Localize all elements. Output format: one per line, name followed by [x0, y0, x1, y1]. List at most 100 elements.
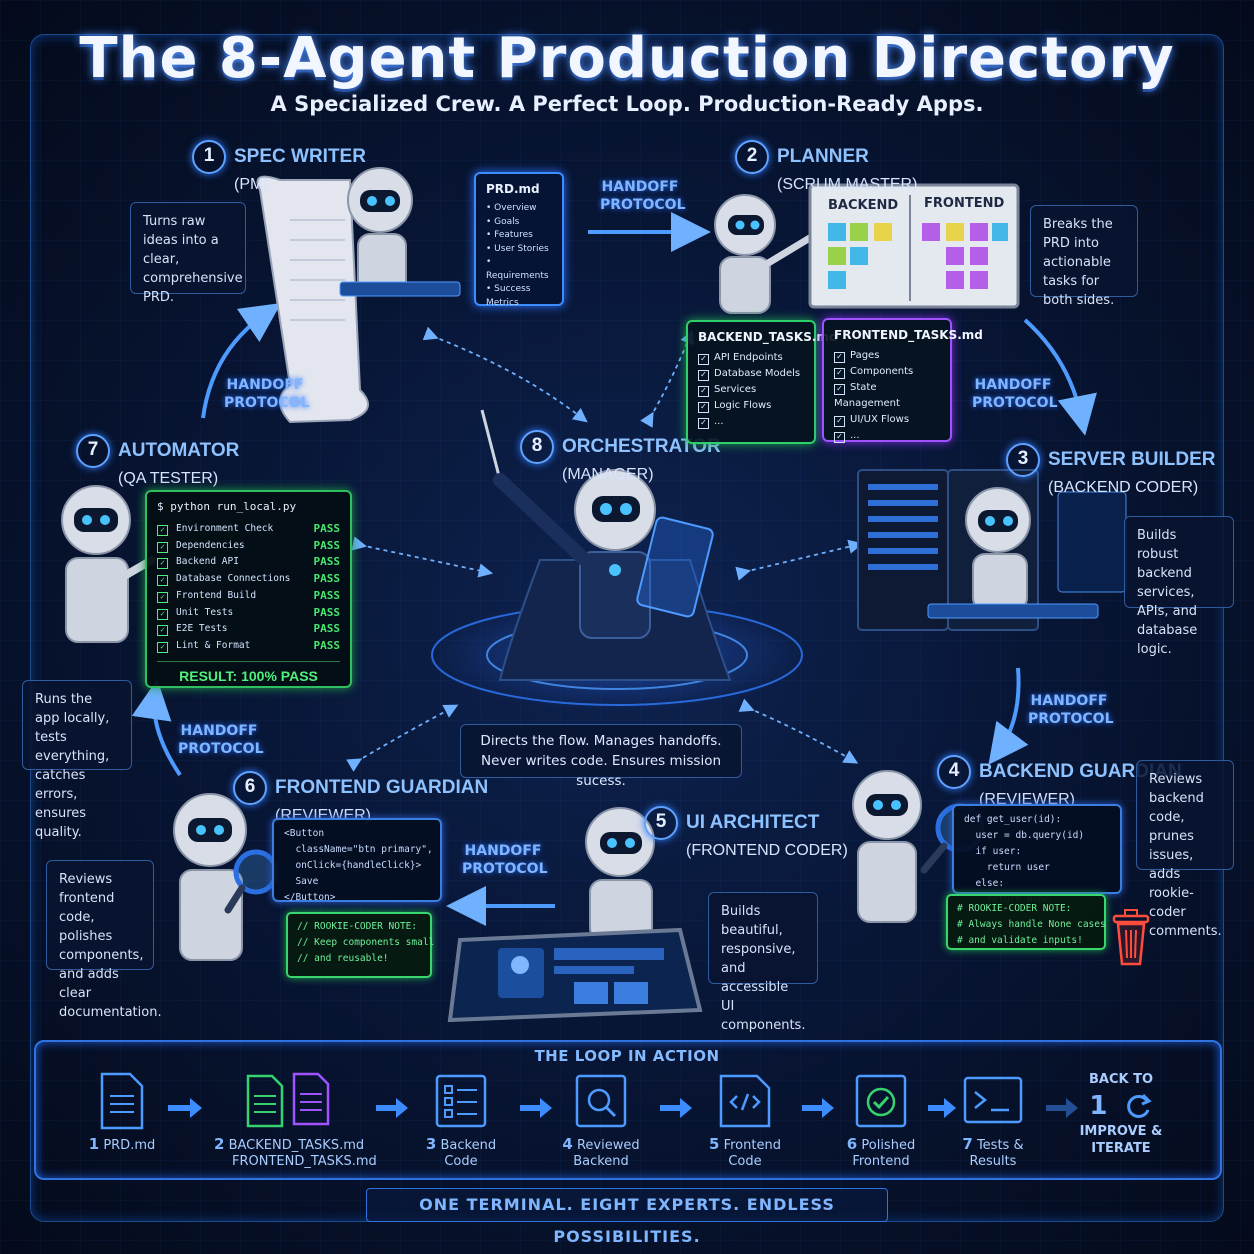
loop-step-text: Tests &	[976, 1138, 1024, 1153]
check-name: Backend API	[176, 556, 239, 568]
check-name: Lint & Format	[176, 639, 251, 651]
frontend-code-snippet: <Button className="btn primary", onClick…	[272, 818, 442, 903]
backend-task-item: ✓Services	[698, 382, 804, 398]
agent-2-role: (SCRUM MASTER)	[777, 176, 918, 193]
loop-title: THE LOOP IN ACTION	[534, 1047, 720, 1065]
check-status: PASS	[313, 638, 341, 652]
agent-3-name: SERVER BUILDER	[1048, 449, 1216, 470]
frontend-task-label: Pages	[850, 350, 880, 361]
backend-task-label: Services	[714, 384, 757, 395]
prd-item: • Overview	[486, 203, 537, 213]
check-status: PASS	[313, 522, 341, 535]
page-title: The 8-Agent Production Directory	[79, 26, 1175, 91]
iterate-text: ITERATE	[1091, 1141, 1151, 1156]
agent-2-number: 2	[735, 140, 769, 174]
check-icon: ✓	[157, 558, 168, 570]
prd-item: • User Stories	[486, 243, 549, 254]
loop-step-number: 5	[709, 1135, 720, 1153]
loop-step-text: FRONTEND_TASKS.md	[232, 1154, 377, 1169]
check-icon: ✓	[157, 525, 168, 536]
prd-item: • Goals	[486, 216, 520, 227]
frontend-task-label: State Management	[834, 382, 900, 409]
loop-step-number: 7	[962, 1135, 973, 1153]
backend-task-label: ...	[714, 416, 724, 427]
handoff-line2: PROTOCOL	[224, 395, 310, 411]
kanban-backend-heading: BACKEND	[828, 198, 899, 213]
loop-step-number: 4	[562, 1135, 573, 1153]
arrow-2-to-3	[1023, 318, 1097, 436]
check-icon: ✓	[698, 402, 709, 413]
backend-code-snippet: def get_user(id): user = db.query(id) if…	[952, 804, 1122, 905]
prd-document-title: PRD.md	[486, 182, 540, 196]
improve-label: IMPROVE &ITERATE	[1076, 1123, 1166, 1157]
loop-step-number: 3	[425, 1135, 437, 1153]
loop-step-text: Code	[444, 1154, 478, 1169]
handoff-line1: HANDOFF	[601, 179, 679, 195]
check-name: Dependencies	[176, 539, 245, 551]
agent-3-number: 3	[1006, 443, 1040, 477]
frontend-task-item: ✓Components	[834, 364, 940, 380]
qa-terminal: $ python run_local.py ✓Environment Check…	[145, 490, 352, 688]
agent-5-description: Builds beautiful, responsive, and access…	[708, 892, 818, 1033]
loop-step-7: 7 Tests &Results	[948, 1072, 1038, 1170]
check-icon: ✓	[157, 541, 168, 553]
kanban-board	[808, 183, 1020, 309]
prd-item: • Features	[486, 230, 533, 240]
agent-3-role: (BACKEND CODER)	[1048, 479, 1199, 496]
check-icon: ✓	[157, 575, 168, 587]
spec-writer-robot	[256, 167, 461, 424]
loop-step-number: 2	[214, 1135, 225, 1153]
orchestrator-robot	[480, 409, 732, 681]
agent-6-name: FRONTEND GUARDIAN	[275, 777, 489, 798]
loop-step-number: 1	[88, 1135, 100, 1153]
handoff-line1: HANDOFF	[974, 377, 1052, 393]
backend-task-item: ✓ API Endpoints	[698, 350, 804, 366]
check-icon: ✓	[834, 352, 845, 363]
loop-step-number: 6	[846, 1135, 858, 1153]
check-icon: ✓	[698, 418, 709, 429]
agent-1-number: 1	[192, 140, 226, 174]
prd-document: PRD.md • Overview • Goals • Features • U…	[474, 172, 564, 308]
frontend-task-item: ✓State Management	[834, 380, 940, 412]
task-files-icon	[246, 1072, 330, 1128]
agent-3-description: Builds robust backend services, APIs, an…	[1124, 516, 1234, 657]
terminal-check-row: ✓ Lint & Format PASS	[157, 638, 340, 655]
backend-task-label: API Endpoints	[714, 352, 783, 363]
loop-back-to-start: BACK TO 1 IMPROVE &ITERATE	[1076, 1072, 1166, 1157]
server-builder-robot	[857, 469, 1127, 631]
agent-8-role: (MANAGER)	[562, 466, 654, 483]
trash-icon	[1112, 909, 1150, 966]
loop-step-text: Polished	[861, 1138, 916, 1153]
back-to-label: BACK TO	[1088, 1072, 1154, 1087]
frontend-rookie-note: // ROOKIE-CODER NOTE: // Keep components…	[286, 912, 434, 978]
check-icon: ✓	[834, 416, 845, 427]
loop-step-label: 1 PRD.md	[80, 1136, 164, 1154]
check-icon: ✓	[698, 354, 709, 365]
loop-step-text: Results	[969, 1154, 1017, 1169]
agent-4-name: BACKEND GUARDIAN	[979, 761, 1182, 782]
check-icon: ✓	[157, 641, 168, 653]
prd-item: • Requirements	[486, 257, 549, 281]
loop-step-text: Frontend	[852, 1154, 910, 1169]
check-name: E2E Tests	[176, 623, 228, 635]
loop-step-text: PRD.md	[103, 1138, 156, 1153]
agent-1-name: SPEC WRITER	[234, 146, 366, 167]
agent-8-name: ORCHESTRATOR	[562, 436, 721, 457]
check-status: PASS	[313, 588, 341, 602]
check-status: PASS	[313, 538, 341, 552]
terminal-command: $ python run_local.py	[157, 500, 297, 513]
check-status: PASS	[313, 622, 341, 636]
refresh-icon	[1126, 1093, 1152, 1118]
